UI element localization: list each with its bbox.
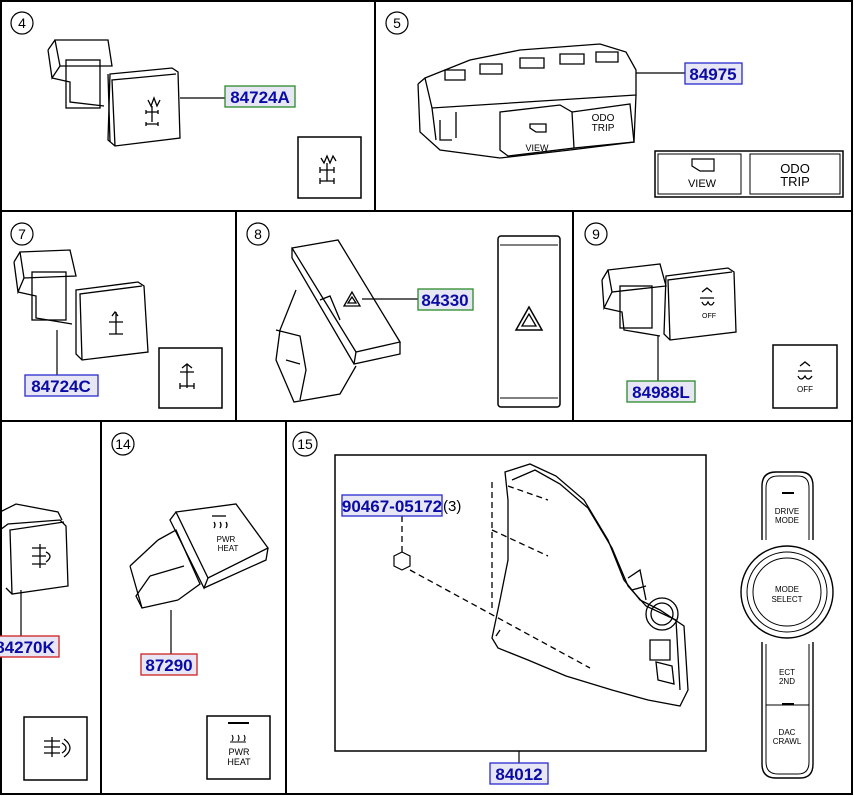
panel-7: 7 84724C (10, 222, 223, 409)
icon-pwr-label: PWR (229, 747, 250, 757)
svg-text:84012: 84012 (495, 765, 542, 784)
svg-text:84975: 84975 (689, 65, 736, 84)
svg-text:4: 4 (18, 15, 26, 31)
part-label-84975[interactable]: 84975 (684, 62, 743, 85)
traction-control-off-switch-drawing (601, 263, 737, 341)
panel-number-8: 8 (246, 222, 270, 246)
icon-view-label: VIEW (688, 178, 717, 190)
seat-heat-switch-drawing (0, 503, 69, 595)
assembly-leader-lines (401, 482, 591, 669)
hazard-switch-drawing (275, 239, 402, 403)
svg-text:84988L: 84988L (632, 383, 690, 402)
svg-text:5: 5 (393, 15, 401, 31)
four-wheel-drive-low-switch-drawing (13, 249, 149, 361)
panel-number-7: 7 (10, 222, 34, 246)
panel-15: 15 90467-05172 (3) (292, 431, 834, 785)
part-label-87290[interactable]: 87290 (140, 653, 198, 676)
part-label-84988L[interactable]: 84988L (626, 380, 696, 403)
view-odo-trip-icon-box: VIEW ODO TRIP (654, 150, 844, 198)
panel-number-4: 4 (10, 11, 34, 35)
icon-off-label: OFF (797, 385, 813, 394)
panel-number-5: 5 (385, 11, 409, 35)
four-wheel-drive-switch-drawing (47, 39, 181, 147)
part-label-84012[interactable]: 84012 (489, 762, 549, 785)
panel-4: 4 84724A (10, 11, 362, 199)
drawing-view-label: VIEW (525, 143, 549, 153)
panel-number-14: 14 (111, 432, 135, 456)
panel-number-15: 15 (292, 431, 318, 457)
drawing-odo-label: ODO (592, 113, 615, 124)
assembly-frame (334, 454, 707, 752)
drawing-heat-label: HEAT (218, 544, 239, 553)
part-label-90467-05172[interactable]: 90467-05172 (341, 494, 443, 517)
hazard-icon-box (497, 235, 561, 408)
svg-text:87290: 87290 (145, 656, 192, 675)
svg-text:84724A: 84724A (230, 88, 290, 107)
drive-mode-control-icon: DRIVE MODE MODE SELECT ECT 2ND DAC CRAWL (740, 471, 834, 779)
svg-text:7: 7 (18, 226, 26, 242)
panel-14: 14 PWR HEAT 87290 PWR HEAT (111, 432, 271, 780)
seat-heat-icon-box (23, 716, 88, 781)
dac-label: DAC (779, 728, 796, 737)
mode-select-label-2: SELECT (771, 595, 802, 604)
traction-control-off-icon-box: OFF (772, 344, 838, 409)
svg-text:84724C: 84724C (31, 377, 91, 396)
icon-odo-label: ODO (780, 161, 810, 176)
crawl-label: CRAWL (773, 737, 802, 746)
part-label-84330[interactable]: 84330 (417, 288, 474, 311)
view-odo-trip-switch-drawing (417, 43, 637, 159)
svg-text:8: 8 (254, 226, 262, 242)
part-quantity: (3) (443, 498, 461, 515)
power-heat-icon-box: PWR HEAT (206, 715, 271, 780)
svg-text:15: 15 (297, 436, 313, 452)
svg-text:84270K: 84270K (0, 638, 55, 657)
drawing-off-label: OFF (702, 313, 716, 320)
four-wheel-drive-low-icon-box (158, 347, 223, 409)
ect-label: ECT (779, 668, 795, 677)
second-label: 2ND (779, 677, 795, 686)
drawing-trip-label: TRIP (592, 123, 615, 134)
panel-5: 5 VIEW ODO TRIP 84975 VIEW ODO TRIP (385, 11, 844, 198)
svg-text:90467-05172: 90467-05172 (342, 497, 442, 516)
panel-9: 9 OFF 84988L OFF (584, 222, 838, 409)
screw-drawing (393, 551, 411, 571)
panel-8: 8 84330 (246, 222, 561, 408)
part-label-84724C[interactable]: 84724C (24, 374, 99, 397)
panel-number-9: 9 (584, 222, 608, 246)
icon-trip-label: TRIP (780, 174, 810, 189)
mode-label: MODE (775, 516, 799, 525)
svg-text:14: 14 (115, 436, 131, 452)
drawing-pwr-label: PWR (217, 535, 236, 544)
panel-13-partial: 84270K (0, 503, 88, 781)
mode-select-label-1: MODE (775, 585, 799, 594)
four-wheel-drive-icon-box (297, 136, 362, 199)
drive-label: DRIVE (775, 507, 799, 516)
svg-text:9: 9 (592, 226, 600, 242)
power-heat-switch-drawing (129, 503, 269, 609)
icon-heat-label: HEAT (227, 757, 251, 767)
part-label-84270K[interactable]: 84270K (0, 635, 60, 658)
part-label-84724A[interactable]: 84724A (224, 85, 296, 108)
svg-text:84330: 84330 (421, 291, 468, 310)
console-panel-drawing (491, 463, 689, 707)
